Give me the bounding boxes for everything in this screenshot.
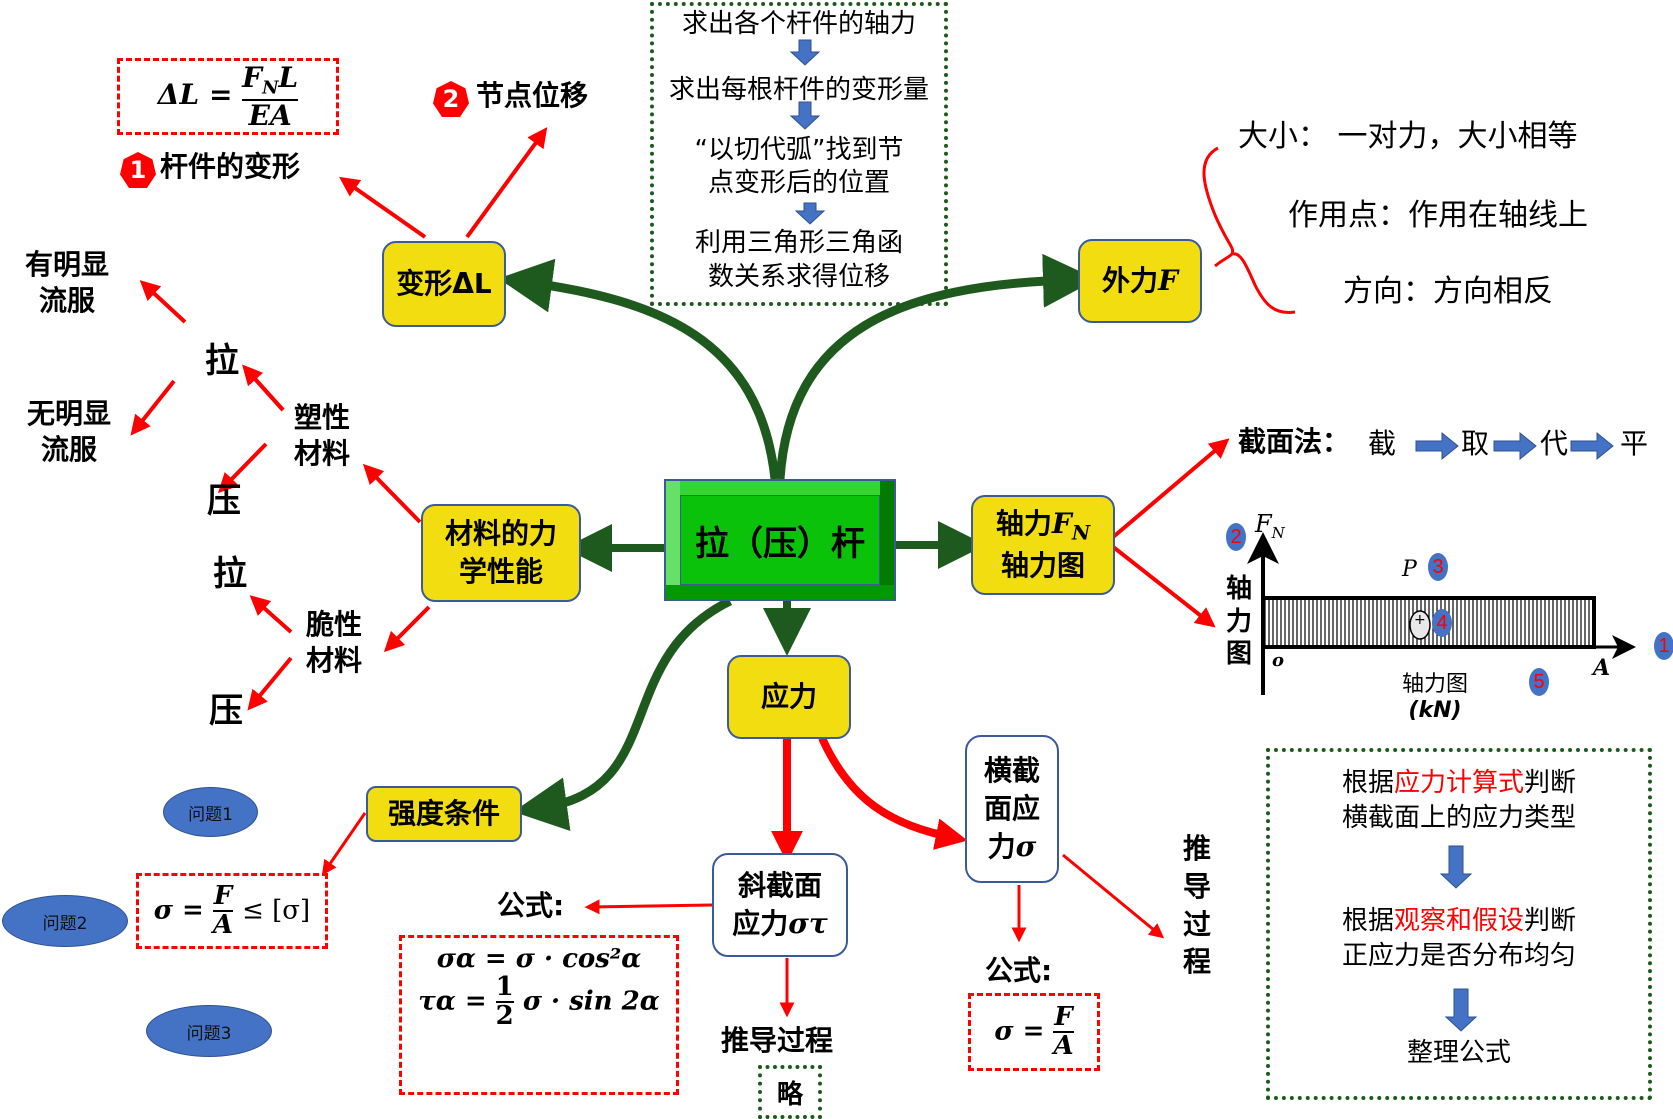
question-3[interactable]: 问题3 (146, 1005, 272, 1057)
node-material-line2: 学性能 (458, 555, 543, 588)
node-external-force[interactable]: 外力F (1078, 239, 1202, 323)
derivation-step-2: 根据观察和假设判断 正应力是否分布均匀 (1341, 906, 1577, 972)
displacement-step-2: 求出每根杆件的变形量 (668, 74, 929, 105)
flow-down-arrow (794, 202, 826, 225)
positive-sign-marker (1409, 610, 1431, 640)
diagram-y-axis-label: FN (1255, 510, 1285, 542)
node-strength-condition[interactable]: 强度条件 (366, 786, 522, 842)
trunk-to-deformation (498, 258, 780, 480)
flow-down-arrow (1444, 988, 1478, 1032)
diagram-end-label: A (1593, 655, 1611, 681)
cross-formula-label: 公式: (985, 954, 1053, 987)
oblique-formula-label: 公式: (497, 889, 565, 922)
diagram-sign: + (1414, 612, 1426, 628)
derivation-step-1: 根据应力计算式判断 横截面上的应力类型 (1341, 768, 1577, 834)
external-force-application: 作用点：作用在轴线上 (1288, 198, 1588, 233)
node-stress-label: 应力 (760, 680, 817, 714)
derivation-step-3: 整理公式 (1406, 1038, 1511, 1069)
node-stress[interactable]: 应力 (727, 655, 851, 739)
question-1[interactable]: 问题1 (163, 787, 258, 837)
node-axial-force[interactable]: 轴力FN 轴力图 (971, 495, 1115, 595)
badge-1: 1 (120, 152, 156, 188)
diagram-origin: o (1272, 650, 1285, 671)
oblique-derivation-label: 推导过程 (721, 1024, 834, 1057)
node-cross-section-stress[interactable]: 横截 面应 力σ (965, 735, 1059, 883)
plastic-material: 塑性材料 (294, 401, 351, 471)
external-force-direction: 方向：方向相反 (1343, 274, 1553, 309)
flow-right-arrow (1570, 431, 1614, 461)
flow-down-arrow (1439, 845, 1473, 889)
diagram-badge-2: 2 (1226, 523, 1246, 551)
node-external-force-label: 外力F (1102, 264, 1178, 298)
diagram-side-label: 轴力图 (1226, 574, 1253, 669)
node-axial-line2: 轴力图 (1000, 548, 1085, 582)
derivation-steps-box (1266, 748, 1652, 1100)
plastic-compression: 压 (207, 481, 241, 521)
question-2[interactable]: 问题2 (2, 895, 128, 947)
brittle-tension: 拉 (213, 554, 247, 594)
flow-down-arrow (789, 39, 821, 66)
displacement-step-3: “以切代弧”找到节点变形后的位置 (694, 134, 904, 199)
center-node-label: 拉（压）杆 (695, 523, 865, 564)
center-node[interactable]: 拉（压）杆 (664, 479, 896, 601)
node-strength-label: 强度条件 (387, 797, 500, 831)
external-force-magnitude: 大小： 一对力，大小相等 (1238, 119, 1578, 154)
obvious-yield: 有明显流服 (25, 248, 110, 318)
node-material-line1: 材料的力 (444, 517, 557, 551)
section-method-label: 截面法： (1238, 425, 1351, 458)
oblique-formula-1: σα = σ · cos²α (436, 944, 642, 974)
plastic-tension: 拉 (205, 341, 239, 381)
section-step-balance: 平 (1620, 427, 1649, 460)
flow-down-arrow (789, 101, 821, 130)
displacement-step-4: 利用三角形三角函数关系求得位移 (694, 228, 903, 292)
brace (1202, 146, 1296, 315)
node-oblique-stress[interactable]: 斜截面 应力στ (712, 853, 848, 957)
flow-right-arrow (1415, 431, 1459, 461)
omitted-box: 略 (758, 1065, 822, 1119)
diagram-badge-3: 3 (1428, 553, 1448, 581)
node-axial-line1: 轴力FN (995, 507, 1091, 545)
no-obvious-yield: 无明显流服 (27, 397, 112, 467)
flow-right-arrow (1493, 431, 1537, 461)
trunk-to-strength (513, 596, 732, 832)
diagram-badge-1: 1 (1654, 632, 1673, 660)
displacement-step-1: 求出各个杆件的轴力 (681, 9, 916, 39)
brittle-compression: 压 (209, 691, 243, 731)
trunk-to-external-force (775, 253, 1097, 480)
node-deformation-label: 变形ΔL (396, 267, 492, 301)
section-step-cut: 截 (1368, 427, 1397, 460)
badge-2: 2 (433, 81, 469, 117)
label-member-deformation: 杆件的变形 (160, 150, 301, 183)
node-deformation[interactable]: 变形ΔL (382, 241, 506, 327)
section-step-take: 取 (1461, 427, 1490, 460)
displacement-steps-box (650, 2, 948, 306)
cross-derivation-label: 推导过程 (1183, 832, 1212, 979)
diagram-caption: 轴力图 (kN) (1402, 672, 1469, 724)
diagram-badge-5: 5 (1529, 668, 1549, 696)
diagram-badge-4: 4 (1432, 609, 1452, 637)
diagram-load-label: P (1402, 557, 1417, 582)
label-node-displacement: 节点位移 (476, 79, 589, 112)
brittle-material: 脆性材料 (306, 608, 363, 678)
node-material-properties[interactable]: 材料的力 学性能 (421, 504, 581, 602)
section-step-replace: 代 (1540, 427, 1569, 460)
